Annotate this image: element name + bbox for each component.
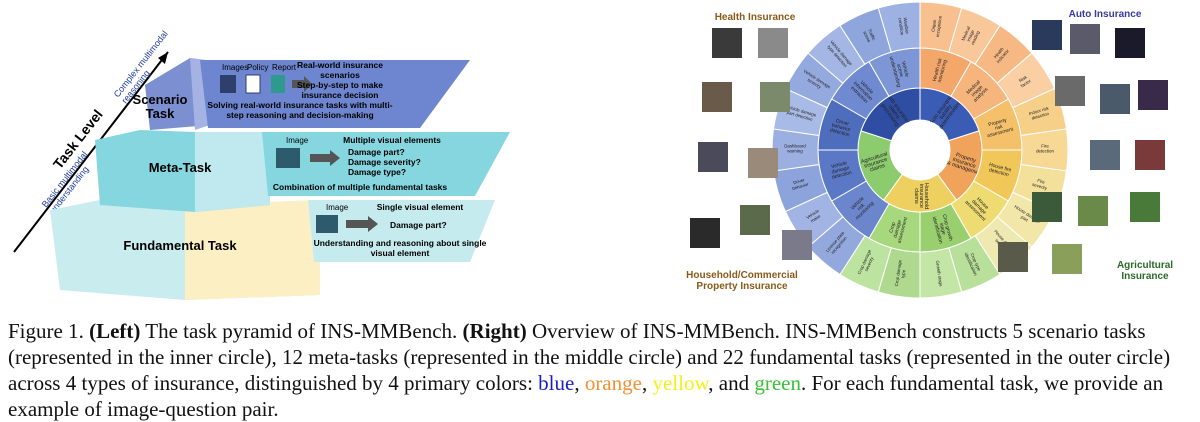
- auto-insurance-label: Auto Insurance: [1069, 9, 1142, 20]
- sunburst-ring2-label: Growth stage: [935, 260, 944, 287]
- example-photo: [782, 230, 812, 260]
- example-photo: [1135, 140, 1165, 170]
- meta-box: [262, 132, 510, 196]
- right-text: Overview of INS-MMBench. INS-MMBench con…: [8, 319, 1171, 395]
- tier-fundamental-face: [185, 200, 320, 300]
- example-photo: [758, 28, 788, 58]
- meta-box-title: Multiple visual elements: [343, 135, 441, 145]
- scenario-icon-label-images: Images: [222, 63, 248, 72]
- report-icon: [271, 75, 285, 93]
- color-word-blue: blue: [538, 371, 575, 395]
- fundamental-image-icon: [316, 215, 338, 233]
- example-photo: [1032, 192, 1062, 222]
- figure-caption: Figure 1. (Left) The task pyramid of INS…: [8, 318, 1194, 422]
- scenario-icon-label-policy: Policy: [247, 63, 268, 72]
- sunburst-ring2-label: Indoor riskdetection: [1028, 105, 1051, 121]
- sunburst-ring2-label: Riskfactor: [1017, 74, 1032, 89]
- sunburst-ring2-label: Fireseverity: [1032, 177, 1050, 191]
- right-tag: (Right): [462, 319, 527, 343]
- sep-1: ,: [574, 371, 585, 395]
- health-insurance-label: Health Insurance: [715, 12, 796, 23]
- tier-meta-label: Meta-Task: [149, 160, 212, 175]
- example-photo: [1052, 244, 1082, 274]
- fundamental-box-title: Single visual element: [377, 202, 464, 212]
- example-thumbnails: [690, 20, 1168, 274]
- sunburst-ring2-segment: [877, 1, 921, 53]
- example-photo: [1070, 24, 1100, 54]
- left-text: The task pyramid of INS-MMBench.: [140, 319, 463, 343]
- sunburst-center: [890, 120, 950, 180]
- sep-3: , and: [708, 371, 755, 395]
- fundamental-icon-label: Image: [326, 203, 349, 212]
- example-photo: [1138, 80, 1168, 110]
- example-photo: [690, 218, 720, 248]
- tier-meta-face: [195, 132, 270, 212]
- sunburst-ring2-label: Trafficscene: [862, 28, 877, 44]
- color-word-green: green: [754, 371, 801, 395]
- meta-arrow-icon: [310, 150, 340, 166]
- example-photo: [1078, 196, 1108, 226]
- example-photo: [1100, 84, 1130, 114]
- fundamental-box: [308, 200, 495, 262]
- sunburst-svg: Auto insuranceliabilitydeterminationProp…: [686, 1, 1173, 299]
- example-photo: [1032, 20, 1062, 50]
- axis-arrowhead: [158, 52, 168, 64]
- example-photo: [998, 242, 1028, 272]
- example-photo: [702, 82, 732, 112]
- images-icon: [220, 75, 236, 93]
- example-photo: [1130, 192, 1160, 222]
- left-tag: (Left): [89, 319, 141, 343]
- example-photo: [740, 205, 770, 235]
- sunburst-ring2-label: Medicalimagereading: [960, 25, 980, 45]
- example-photo: [1115, 28, 1145, 58]
- task-level-axis: [13, 51, 169, 253]
- example-photo: [698, 142, 728, 172]
- fundamental-arrow-icon: [346, 216, 378, 232]
- scenario-box: [200, 60, 470, 128]
- color-word-orange: orange: [584, 371, 642, 395]
- example-photo: [748, 148, 778, 178]
- meta-box-text: Combination of multiple fundamental task…: [273, 182, 448, 192]
- fundamental-box-text: Understanding and reasoning about single…: [314, 238, 487, 258]
- sunburst-ring2-label: Weathercondition: [897, 17, 910, 36]
- figure-label: Figure 1.: [8, 319, 84, 343]
- sunburst-ring0-label: Householdinsuranceclaims: [913, 183, 929, 209]
- sep-2: ,: [641, 371, 653, 395]
- policy-icon: [245, 74, 261, 94]
- arrow-icon: [292, 76, 312, 92]
- task-pyramid-svg: Task Level Complex multimodalreasoning B…: [13, 29, 510, 300]
- fundamental-box-items: Damage part?: [390, 220, 447, 230]
- sunburst-ring1-label: Driverbehaviordetection: [829, 117, 853, 138]
- sunburst-ring2-label: Crop damagetype: [894, 259, 908, 287]
- example-photo: [1055, 76, 1085, 106]
- scenario-box-text: Solving real-world insurance tasks with …: [207, 100, 392, 120]
- example-photo: [760, 82, 790, 112]
- sunburst-ring2-label: Organrecognition: [930, 14, 943, 37]
- meta-icon-label: Image: [286, 136, 309, 145]
- tier-fundamental-label: Fundamental Task: [123, 238, 237, 253]
- image-icon: [276, 148, 300, 168]
- sunburst-ring1-label: Vehicledamagedetection: [829, 160, 853, 181]
- example-photo: [1090, 140, 1120, 170]
- task-pyramid-figure: Task Level Complex multimodalreasoning B…: [0, 0, 520, 310]
- sunburst-ring2-label: Driverbehavior: [790, 176, 810, 191]
- sunburst-ring1-label: House firedetection: [987, 162, 1012, 179]
- example-photo: [712, 28, 742, 58]
- caption-tail: . For each fundamental task, we provide …: [8, 371, 1164, 421]
- scenario-icon-label-report: Report: [272, 63, 297, 72]
- meta-box-items: Damage part?Damage severity?Damage type?: [348, 147, 421, 177]
- color-word-yellow: yellow: [652, 371, 709, 395]
